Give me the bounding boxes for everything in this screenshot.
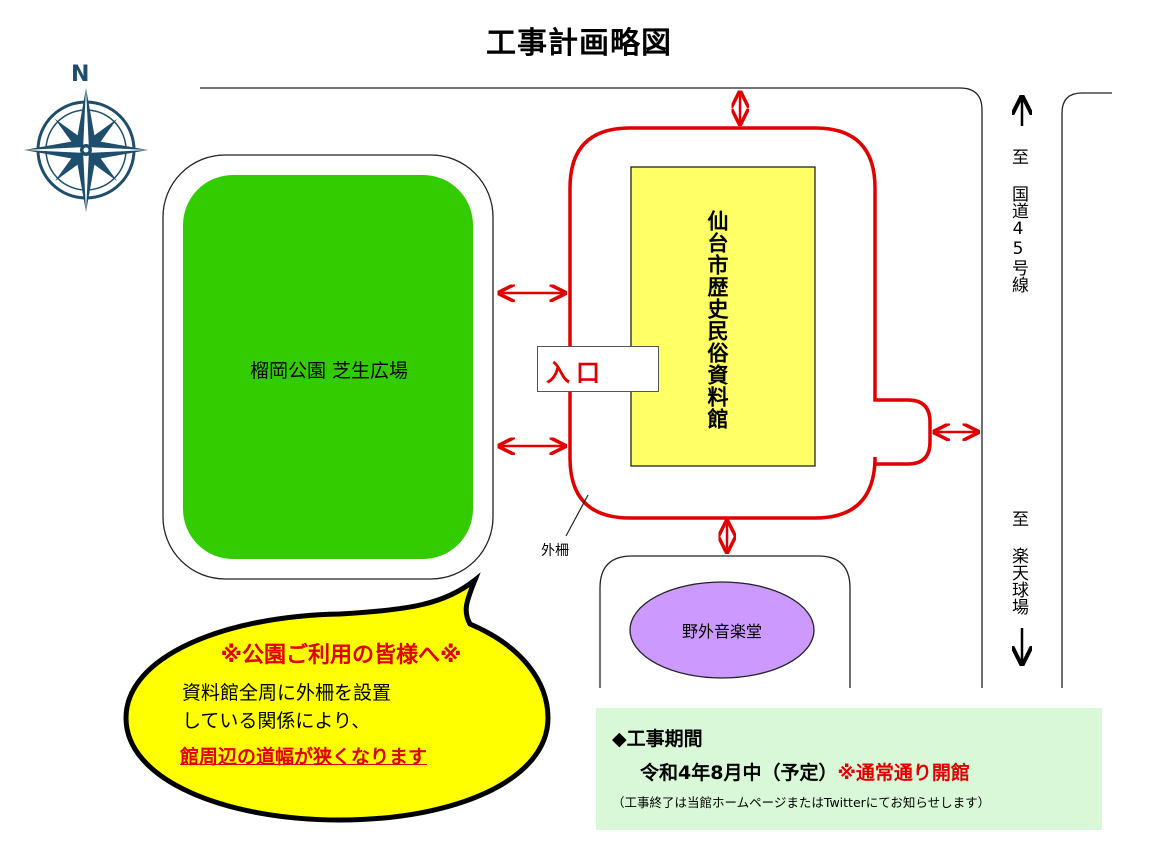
lawn-area	[183, 175, 473, 559]
notice-line-1: 資料館全周に外柵を設置	[182, 682, 392, 704]
lawn-label: 榴岡公園 芝生広場	[249, 360, 409, 382]
stadium-label: 至 楽天球場	[1008, 510, 1028, 615]
period-heading: ◆工事期間	[612, 728, 703, 750]
period-date-line: 令和4年8月中（予定）※通常通り開館	[640, 758, 970, 785]
road-outline-east	[1061, 92, 1112, 688]
period-note: （工事終了は当館ホームページまたはTwitterにてお知らせします）	[612, 795, 991, 810]
route45-label: 至 国道45号線	[1008, 148, 1028, 293]
stage-building	[629, 581, 815, 679]
page-title: 工事計画略図	[486, 26, 672, 61]
notice-warning: 館周辺の道幅が狭くなります	[180, 746, 428, 768]
museum-label: 仙台市歴史民俗資料館	[705, 210, 729, 430]
museum-building	[630, 166, 816, 467]
notice-bubble	[123, 572, 551, 823]
fence-leader-line	[565, 494, 589, 537]
period-date: 令和4年8月中（予定）	[640, 762, 838, 784]
stage-label: 野外音楽堂	[681, 622, 762, 641]
notice-line-2: している関係により、	[182, 710, 371, 732]
compass-rose-icon	[24, 88, 148, 212]
entrance-sign	[537, 346, 659, 392]
entrance-label: 入口	[546, 359, 606, 387]
notice-title: ※公園ご利用の皆様へ※	[220, 643, 462, 668]
fence-outline	[568, 126, 932, 520]
construction-period-box	[596, 708, 1102, 830]
open-notice: ※通常通り開館	[837, 762, 970, 784]
stage-lot-outline	[599, 555, 851, 688]
road-outline-north	[200, 87, 983, 688]
fence-label: 外柵	[541, 543, 569, 559]
compass-north-label: N	[71, 62, 90, 87]
